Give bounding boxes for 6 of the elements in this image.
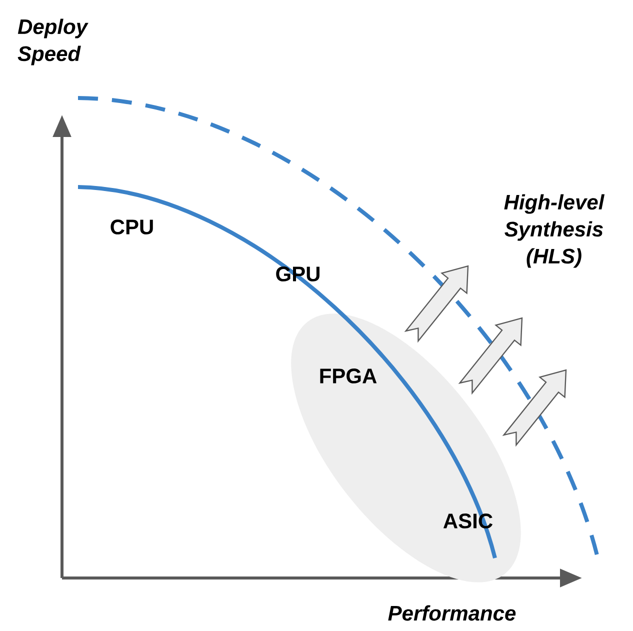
axis-label: Deploy Speed xyxy=(18,18,88,66)
region-label: FPGA xyxy=(320,368,377,384)
shaded-region xyxy=(291,314,521,582)
axis-label: Performance xyxy=(388,605,516,621)
category-label: CPU xyxy=(110,220,153,234)
annotation-text: High-level Synthesis (HLS) xyxy=(504,194,605,268)
